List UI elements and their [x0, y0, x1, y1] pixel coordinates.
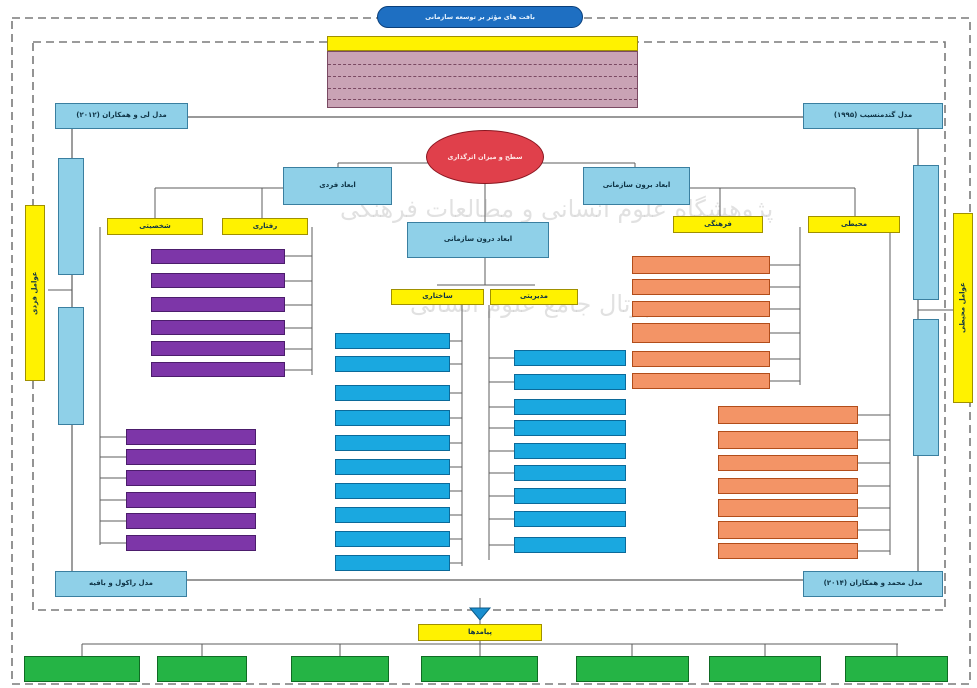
list-item: [335, 459, 450, 475]
outcome-box: [24, 656, 140, 682]
bottom-hub: پیامدها: [418, 624, 542, 641]
list-item: [718, 455, 858, 471]
sub-label-right-b: فرهنگی: [673, 216, 763, 233]
model-box-top-right: مدل گندمنسیب (۱۹۹۵): [803, 103, 943, 129]
list-item: [126, 470, 256, 486]
list-item: [632, 301, 770, 317]
side-box-left-upper: [58, 158, 84, 275]
list-item: [335, 531, 450, 547]
list-item: [151, 273, 285, 288]
outcome-box: [709, 656, 821, 682]
list-item: [718, 478, 858, 494]
list-item: [126, 492, 256, 508]
outcome-box: [421, 656, 538, 682]
list-item: [632, 279, 770, 295]
sub-label-left-a: شخصیتی: [107, 218, 203, 235]
list-item: [718, 499, 858, 517]
list-item: [514, 537, 626, 553]
list-item: [151, 341, 285, 356]
list-item: [514, 350, 626, 366]
list-item: [126, 449, 256, 465]
list-item: [718, 543, 858, 559]
list-item: [151, 362, 285, 377]
list-item: [335, 356, 450, 372]
dim-org-internal: ابعاد درون سازمانی: [407, 222, 549, 258]
list-item: [335, 333, 450, 349]
list-item: [718, 521, 858, 539]
comparison-table: [327, 51, 638, 108]
list-item: [335, 410, 450, 426]
left-pillar: عوامل فردی: [25, 205, 45, 381]
list-item: [335, 385, 450, 401]
list-item: [151, 297, 285, 312]
model-box-bottom-right: مدل محمد و همکاران (۲۰۱۴): [803, 571, 943, 597]
sub-label-right-a: محیطی: [808, 216, 900, 233]
list-item: [632, 256, 770, 274]
outcome-box: [845, 656, 948, 682]
model-box-top-left: مدل لی و همکاران (۲۰۱۲): [55, 103, 188, 129]
list-item: [514, 443, 626, 459]
list-item: [126, 535, 256, 551]
sub-label-mid-b: مدیریتی: [490, 289, 578, 305]
list-item: [335, 507, 450, 523]
model-box-bottom-left: مدل راکول و بافیه: [55, 571, 187, 597]
sub-label-mid-a: ساختاری: [391, 289, 484, 305]
sub-label-left-b: رفتاری: [222, 218, 308, 235]
list-item: [632, 351, 770, 367]
list-item: [514, 420, 626, 436]
side-box-right-upper: [913, 165, 939, 300]
down-arrow-icon: [468, 607, 492, 621]
top-title: بافت های مؤثر بر توسعه سازمانی: [377, 6, 583, 28]
list-item: [514, 465, 626, 481]
list-item: [632, 373, 770, 389]
list-item: [514, 488, 626, 504]
list-item: [151, 320, 285, 335]
list-item: [514, 511, 626, 527]
list-item: [632, 323, 770, 343]
side-box-right-lower: [913, 319, 939, 456]
dim-org-external: ابعاد برون سازمانی: [583, 167, 690, 205]
list-item: [514, 399, 626, 415]
list-item: [718, 431, 858, 449]
list-item: [151, 249, 285, 264]
list-item: [335, 555, 450, 571]
list-item: [514, 374, 626, 390]
outcome-box: [157, 656, 247, 682]
list-item: [335, 483, 450, 499]
right-pillar: عوامل محیطی: [953, 213, 973, 403]
side-box-left-lower: [58, 307, 84, 425]
list-item: [335, 435, 450, 451]
dim-individual: ابعاد فردی: [283, 167, 392, 205]
list-item: [126, 513, 256, 529]
outcome-box: [291, 656, 389, 682]
list-item: [718, 406, 858, 424]
table-header-bar: [327, 36, 638, 51]
list-item: [126, 429, 256, 445]
outcome-box: [576, 656, 689, 682]
center-ellipse: سطح و میزان اثرگذاری: [426, 130, 544, 184]
